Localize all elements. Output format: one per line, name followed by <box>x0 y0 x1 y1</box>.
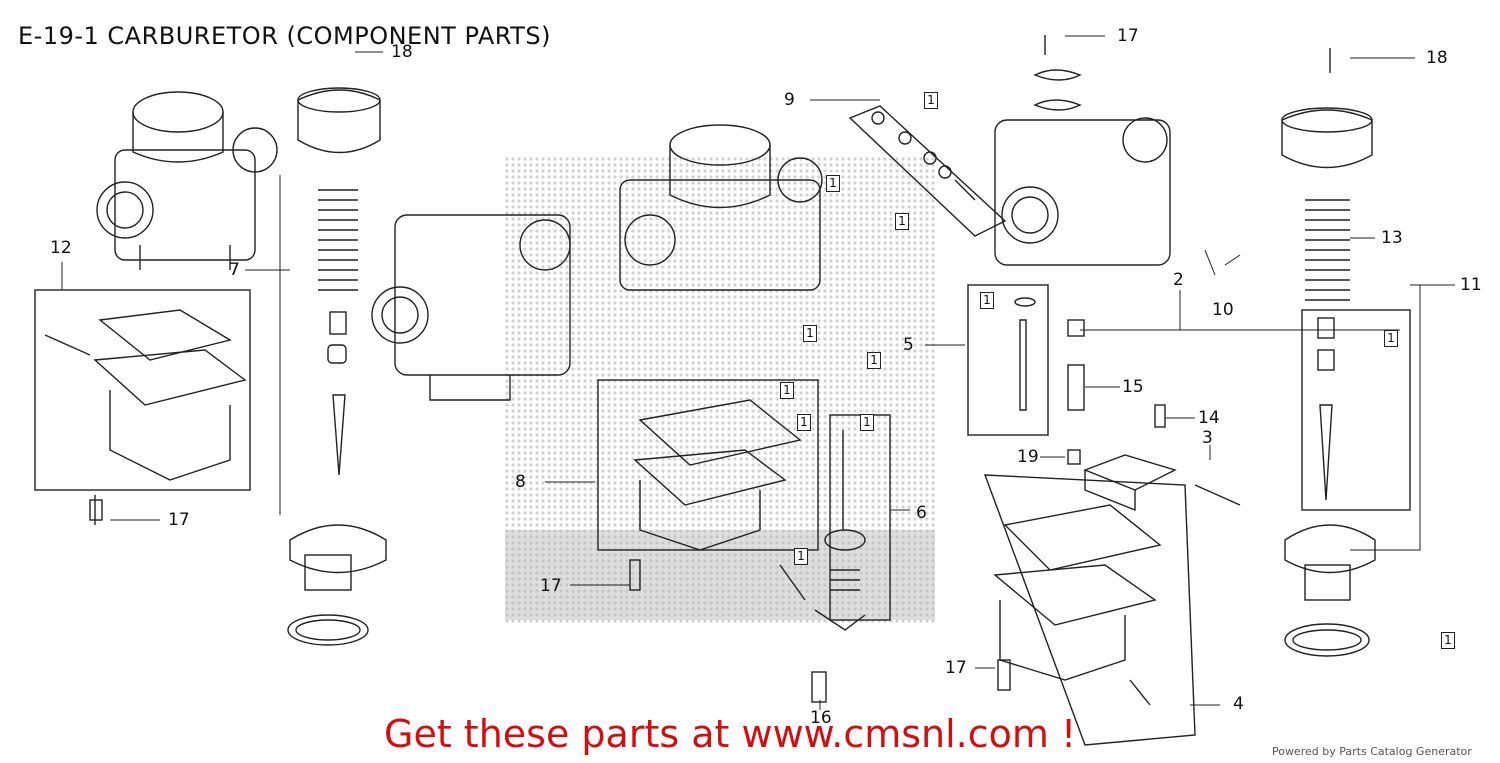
float-bowl-assembly-icon <box>34 289 251 525</box>
kit-marker: 1 <box>867 352 881 369</box>
kit-marker: 1 <box>980 292 994 309</box>
callout-17-left[interactable]: 17 <box>168 510 190 530</box>
callout-12[interactable]: 12 <box>50 238 72 258</box>
callout-18-left[interactable]: 18 <box>391 42 413 62</box>
callout-3[interactable]: 3 <box>1202 428 1213 448</box>
carburetor-body-center-icon <box>371 214 571 401</box>
kit-marker: 1 <box>895 213 909 230</box>
callout-16[interactable]: 16 <box>810 708 832 728</box>
callout-18-right[interactable]: 18 <box>1426 48 1448 68</box>
kit-marker: 1 <box>860 414 874 431</box>
carburetor-body-main-icon <box>619 124 823 291</box>
kit-marker: 1 <box>924 92 938 109</box>
kit-marker: 1 <box>803 325 817 342</box>
carburetor-body-left-icon <box>96 91 278 270</box>
callout-8[interactable]: 8 <box>515 472 526 492</box>
kit-marker: 1 <box>1384 330 1398 347</box>
kit-marker: 1 <box>826 175 840 192</box>
float-and-bowl-right-icon <box>983 454 1241 746</box>
page-title: E-19-1 CARBURETOR (COMPONENT PARTS) <box>18 22 551 50</box>
leader-lines <box>61 35 1455 710</box>
callout-17-bottom[interactable]: 17 <box>945 658 967 678</box>
callout-2[interactable]: 2 <box>1173 270 1184 290</box>
gasket-set-icon <box>597 379 819 591</box>
callout-14[interactable]: 14 <box>1198 408 1220 428</box>
credit-text: Powered by Parts Catalog Generator <box>1272 745 1472 758</box>
callout-15[interactable]: 15 <box>1122 377 1144 397</box>
callout-6[interactable]: 6 <box>916 503 927 523</box>
kit-marker: 1 <box>780 382 794 399</box>
callout-9[interactable]: 9 <box>784 90 795 110</box>
promo-link[interactable]: Get these parts at www.cmsnl.com ! <box>384 712 1077 756</box>
jet-set-icon <box>848 105 1007 237</box>
callout-19[interactable]: 19 <box>1017 447 1039 467</box>
vacuum-piston-assembly-icon <box>287 87 387 646</box>
callout-4[interactable]: 4 <box>1233 694 1244 714</box>
vacuum-piston-right-icon <box>1281 48 1411 657</box>
kit-marker: 1 <box>1441 632 1455 649</box>
callout-17-center[interactable]: 17 <box>540 576 562 596</box>
callout-13[interactable]: 13 <box>1381 228 1403 248</box>
callout-7[interactable]: 7 <box>229 260 240 280</box>
callout-17-top[interactable]: 17 <box>1117 26 1139 46</box>
kit-marker: 1 <box>794 548 808 565</box>
carburetor-body-right-icon <box>994 35 1171 266</box>
kit-marker: 1 <box>797 414 811 431</box>
callout-5[interactable]: 5 <box>903 335 914 355</box>
screw-16-icon <box>811 671 827 703</box>
callout-11[interactable]: 11 <box>1460 275 1482 295</box>
callout-10[interactable]: 10 <box>1212 300 1234 320</box>
needle-jet-holder-icon <box>967 284 1166 465</box>
